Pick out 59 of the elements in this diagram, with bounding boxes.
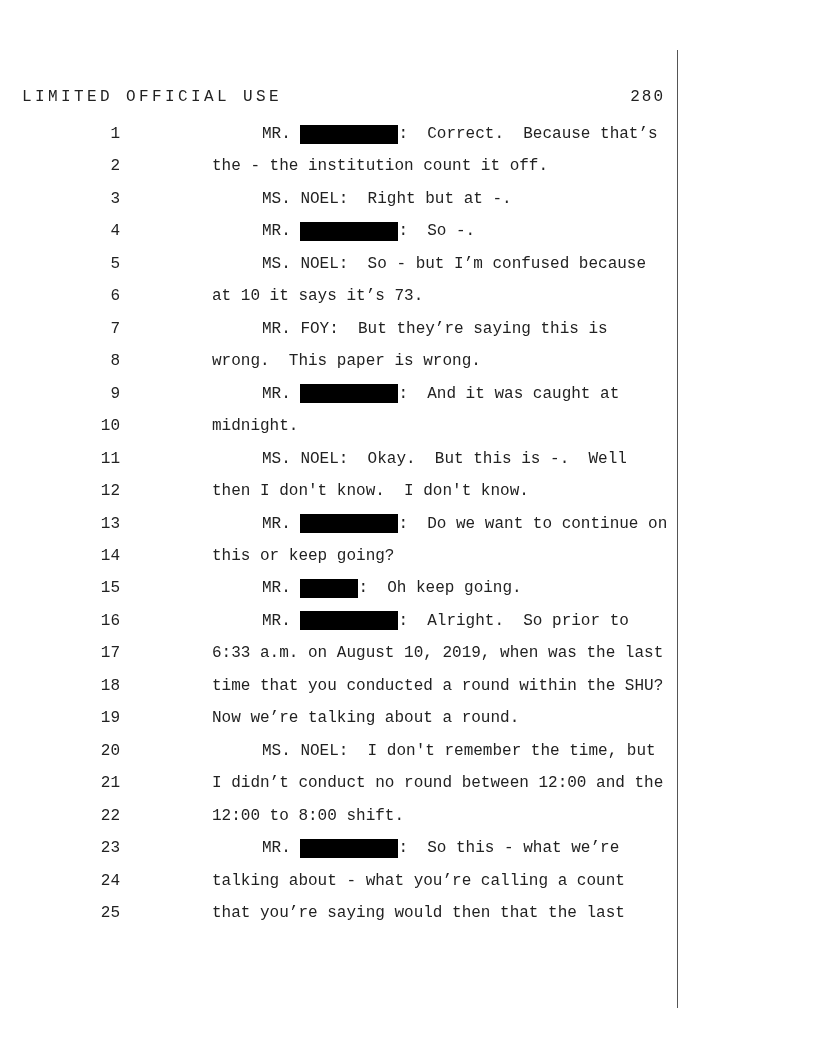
line-number: 6: [110, 287, 120, 306]
line-number: 9: [110, 384, 120, 403]
transcript-text: Now we’re talking about a round.: [212, 709, 520, 728]
transcript-text: MR.: [262, 579, 291, 598]
line-number: 1: [110, 125, 120, 143]
line-number: 5: [110, 254, 120, 273]
line-number: 21: [100, 774, 120, 793]
transcript-text: : So this - what we’re: [398, 839, 620, 858]
transcript-text: wrong. This paper is wrong.: [212, 352, 481, 371]
transcript-text: this or keep going?: [212, 546, 395, 565]
line-number: 13: [100, 514, 120, 533]
transcript-text: MR.: [262, 514, 291, 533]
header-text: LIMITED OFFICIAL USE: [22, 88, 283, 106]
line-number: 3: [110, 189, 120, 208]
line-number: 16: [100, 611, 120, 630]
transcript-text: MR.: [262, 839, 291, 858]
transcript-text: MR. FOY: But they’re saying this is: [262, 319, 608, 338]
transcript-text: : And it was caught at: [398, 384, 620, 403]
transcript-text: MS. NOEL: Okay. But this is -. Well: [262, 449, 627, 468]
transcript-text: 6:33 a.m. on August 10, 2019, when was the last: [212, 644, 664, 663]
line-number: 4: [110, 222, 120, 241]
line-number: 14: [100, 546, 120, 565]
transcript-text: MR.: [262, 222, 291, 241]
transcript-text: time that you conducted a round within the SHU?: [212, 676, 664, 695]
transcript-text: : Do we want to continue on: [398, 514, 668, 533]
line-number: 22: [100, 806, 120, 825]
transcript-text: MS. NOEL: I don't remember the time, but: [262, 741, 656, 760]
line-number: 8: [110, 352, 120, 371]
line-number: 7: [110, 319, 120, 338]
transcript-text: : Oh keep going.: [358, 579, 522, 598]
line-number: 10: [100, 417, 120, 436]
transcript-text: that you’re saying would then that the last: [212, 904, 625, 923]
transcript-text: midnight.: [212, 417, 299, 436]
line-number: 25: [100, 904, 120, 923]
page-number: 280: [630, 88, 665, 106]
transcript-text: talking about - what you’re calling a count: [212, 871, 625, 890]
transcript-text: MR.: [262, 125, 291, 143]
transcript-text: : Correct. Because that’s: [398, 125, 658, 143]
transcript-text: : So -.: [398, 222, 476, 241]
transcript-text: then I don't know. I don't know.: [212, 482, 529, 501]
line-number: 15: [100, 579, 120, 598]
transcript-text: I didn’t conduct no round between 12:00 and the: [212, 774, 664, 793]
line-number: 20: [100, 741, 120, 760]
line-number: 19: [100, 709, 120, 728]
transcript-text: MS. NOEL: Right but at -.: [262, 189, 512, 208]
transcript-text: MR.: [262, 384, 291, 403]
transcript-text: MR.: [262, 611, 291, 630]
line-number: 17: [100, 644, 120, 663]
line-number: 23: [100, 839, 120, 858]
line-number: 11: [100, 449, 120, 468]
transcript-text: : Alright. So prior to: [398, 611, 629, 630]
transcript-text: at 10 it says it’s 73.: [212, 287, 424, 306]
line-number: 12: [100, 482, 120, 501]
transcript-text: 12:00 to 8:00 shift.: [212, 806, 405, 825]
line-number: 18: [100, 676, 120, 695]
transcript-text: the - the institution count it off.: [212, 157, 549, 176]
transcript-text: MS. NOEL: So - but I’m confused because: [262, 254, 647, 273]
line-number: 2: [110, 157, 120, 176]
line-number: 24: [100, 871, 120, 890]
